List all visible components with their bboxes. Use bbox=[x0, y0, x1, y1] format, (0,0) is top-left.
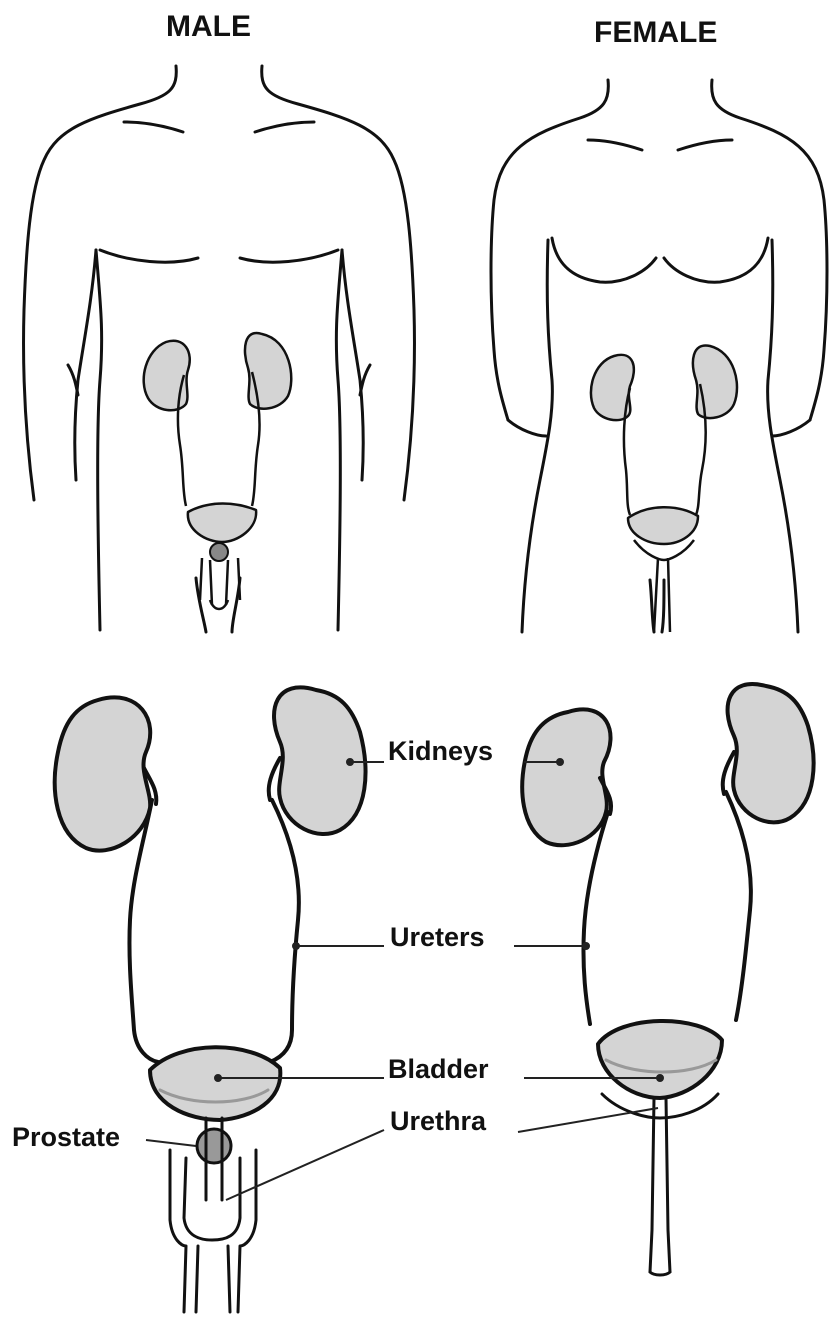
female-kidney-right bbox=[728, 684, 814, 822]
prostate-label: Prostate bbox=[12, 1124, 120, 1151]
male-ureter-right bbox=[270, 800, 299, 1062]
female-ureter-right bbox=[726, 792, 751, 1020]
female-torso-figure bbox=[491, 80, 827, 632]
female-kidney-left bbox=[522, 709, 610, 845]
male-bladder bbox=[150, 1047, 280, 1120]
female-small-kidney-left bbox=[591, 355, 634, 420]
female-ureter-left bbox=[583, 812, 608, 1024]
leader-urethra-female bbox=[518, 1108, 658, 1132]
male-title: MALE bbox=[166, 12, 251, 42]
female-small-bladder bbox=[628, 507, 698, 544]
male-small-urinary bbox=[144, 333, 292, 609]
ureters-label: Ureters bbox=[390, 924, 485, 951]
female-small-kidney-right bbox=[693, 345, 737, 418]
female-title: FEMALE bbox=[594, 18, 717, 48]
male-large-urinary bbox=[55, 687, 366, 1312]
male-ureter-left bbox=[129, 800, 158, 1062]
leader-prostate bbox=[146, 1140, 196, 1146]
male-prostate bbox=[197, 1129, 231, 1163]
female-bladder bbox=[598, 1021, 722, 1098]
male-small-kidney-right bbox=[245, 333, 291, 409]
female-large-urinary bbox=[522, 684, 813, 1275]
kidneys-label: Kidneys bbox=[388, 738, 493, 765]
leader-urethra-male bbox=[226, 1130, 384, 1200]
male-small-bladder bbox=[188, 504, 256, 543]
bladder-label: Bladder bbox=[388, 1056, 489, 1083]
male-kidney-left bbox=[55, 697, 150, 850]
urethra-label: Urethra bbox=[390, 1108, 486, 1135]
male-small-prostate bbox=[210, 543, 228, 561]
